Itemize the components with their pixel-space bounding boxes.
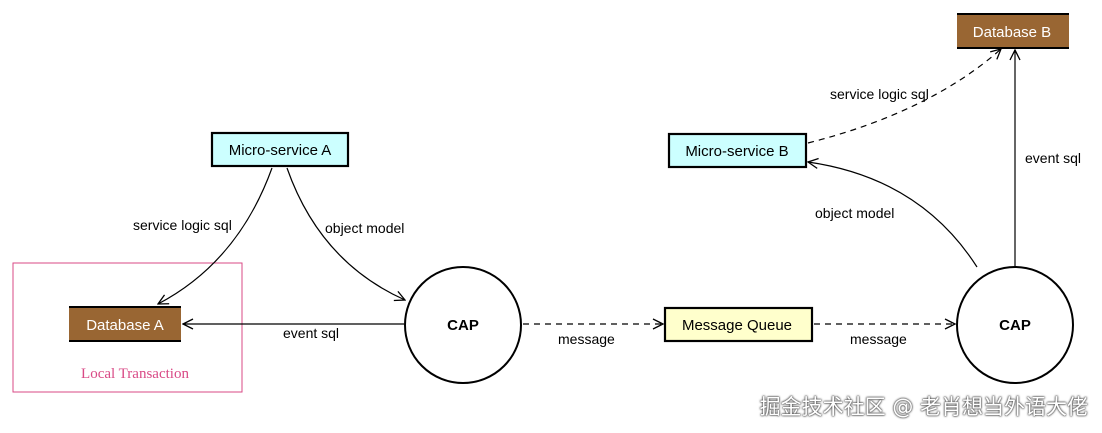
edge-label-message-left: message [558, 331, 615, 347]
edge-label-service-logic-sql-b: service logic sql [830, 86, 929, 102]
edge-label-object-model-b: object model [815, 205, 894, 221]
message-queue-node: Message Queue [663, 306, 814, 343]
database-b-node: Database B [957, 13, 1069, 49]
micro-service-b-label: Micro-service B [685, 143, 788, 160]
edge-label-object-model-a: object model [325, 220, 404, 236]
cap-left-label: CAP [447, 317, 479, 334]
cap-left-node: CAP [404, 266, 522, 384]
edge-label-message-right: message [850, 331, 907, 347]
database-b-label: Database B [973, 24, 1051, 41]
message-queue-label: Message Queue [682, 317, 792, 334]
micro-service-a-label: Micro-service A [229, 142, 332, 159]
cap-right-node: CAP [956, 266, 1074, 384]
database-a-node: Database A [69, 306, 181, 342]
database-a-label: Database A [86, 317, 164, 334]
local-transaction-box [12, 262, 243, 393]
edge-label-event-sql-b: event sql [1025, 150, 1081, 166]
local-transaction-label: Local Transaction [81, 366, 189, 382]
edge-label-service-logic-sql-a: service logic sql [133, 217, 232, 233]
edge-label-event-sql-a: event sql [283, 325, 339, 341]
edge-object-model-b [808, 162, 978, 268]
micro-service-a-node: Micro-service A [210, 131, 350, 168]
cap-right-label: CAP [999, 317, 1031, 334]
watermark: 掘金技术社区 @ 老肖想当外语大佬 [759, 395, 1088, 419]
edge-service-logic-sql-a [158, 167, 273, 304]
edge-object-model-a [286, 167, 405, 300]
micro-service-b-node: Micro-service B [667, 132, 808, 169]
